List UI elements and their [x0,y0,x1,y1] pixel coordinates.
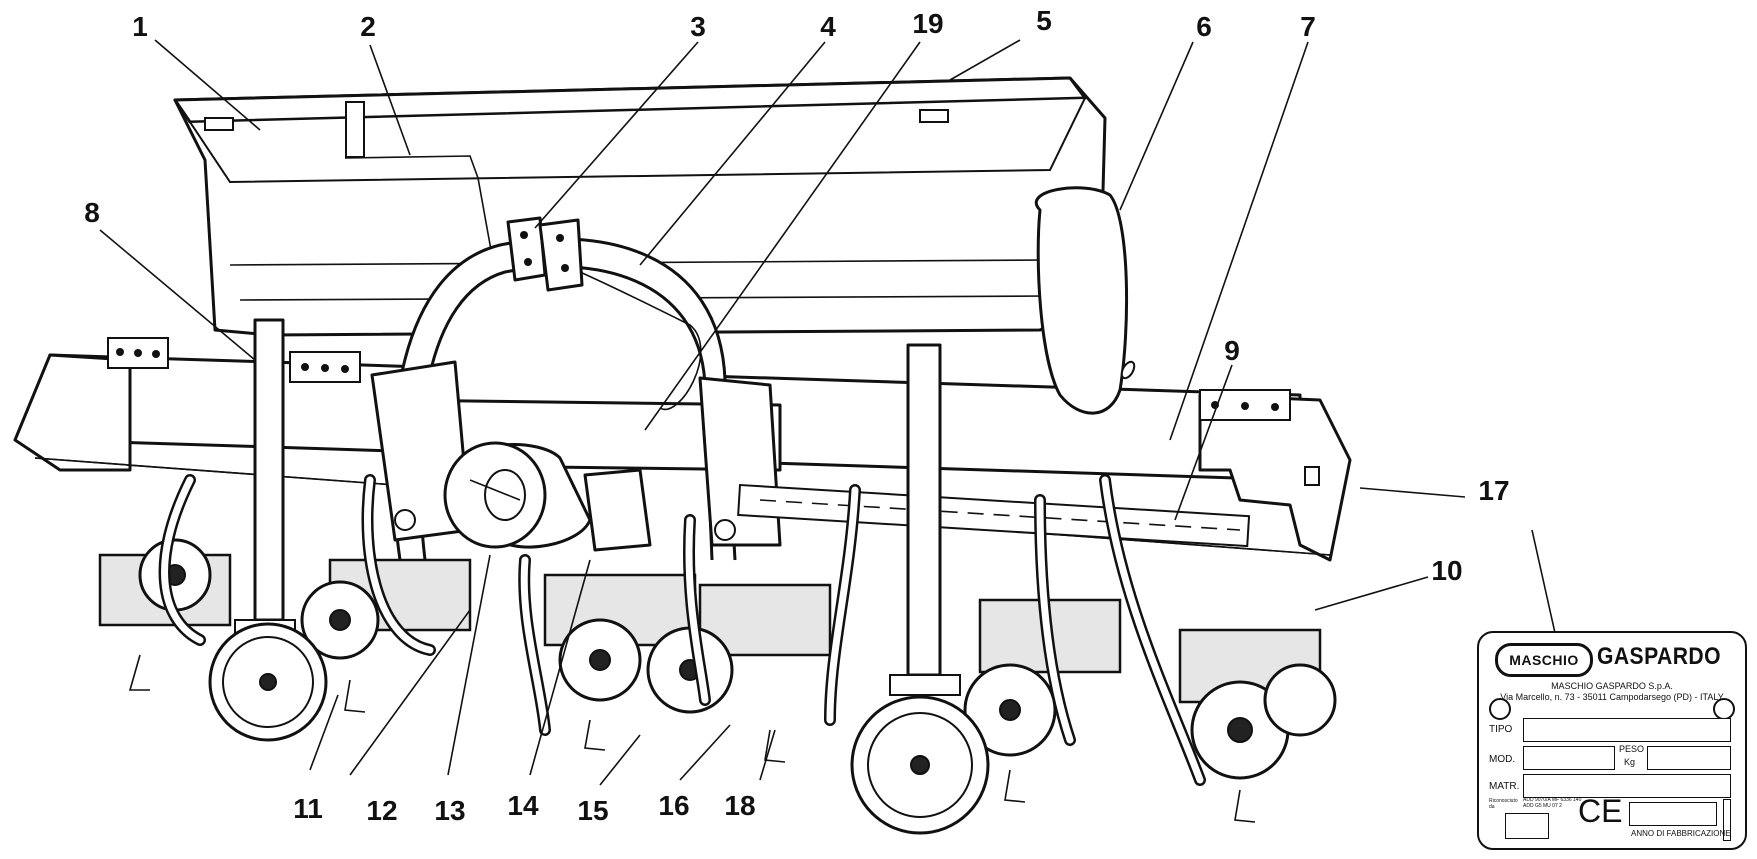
identification-nameplate: MASCHIO GASPARDO MASCHIO GASPARDO S.p.A.… [1477,631,1747,850]
approval-box [1505,813,1549,839]
callout-4: 4 [820,11,836,42]
callout-8: 8 [84,197,100,228]
callout-2: 2 [360,11,376,42]
callout-14: 14 [507,790,539,821]
tipo-field [1523,718,1731,742]
sowing-units [98,538,1337,780]
hopper-front-panel [188,96,1087,184]
gearbox [583,468,652,552]
right-end-plate [1198,393,1352,562]
peso-field [1647,746,1731,770]
callout-19: 19 [912,8,943,39]
left-rivet-hole [1489,698,1511,720]
ce-mark: CE [1578,793,1623,829]
rear-shield [1035,186,1129,415]
callout-1: 1 [132,11,148,42]
hitch-side-plate-right [698,376,782,547]
company-name: MASCHIO GASPARDO S.p.A. [1551,681,1673,691]
callout-17: 17 [1478,475,1509,506]
maschio-logo: MASCHIO [1495,643,1593,677]
callout-6: 6 [1196,11,1212,42]
callout-numbers: 1 2 3 4 19 5 6 7 8 9 17 10 11 12 13 14 1… [84,5,1509,826]
callout-11: 11 [293,793,323,824]
callout-18: 18 [724,790,755,821]
kg-label: Kg [1624,757,1636,767]
seed-tubes [158,474,1206,786]
hoe-tines [128,654,1256,823]
left-gauge-wheel [208,318,328,742]
side-slot [1723,799,1731,841]
gaspardo-logo: GASPARDO [1597,643,1721,670]
drive-shaft [737,483,1251,548]
peso-label: PESO [1619,744,1645,754]
recognition-label: Riconosciuto da [1489,798,1518,810]
pto-funnel [443,441,592,549]
callout-12: 12 [366,795,397,826]
callout-7: 7 [1300,11,1316,42]
callout-9: 9 [1224,335,1240,366]
mod-label: MOD. [1489,754,1516,765]
year-label: ANNO DI FABBRICAZIONE [1631,829,1731,838]
approval-code-1: ADD 9070/A MF 6336 140 [1523,797,1582,803]
callout-3: 3 [690,11,706,42]
top-link-bracket-right [538,218,584,292]
company-address: Via Marcello, n. 73 - 35011 Campodarsego… [1500,692,1724,702]
seed-drill-illustration [13,76,1352,835]
tipo-label: TIPO [1489,724,1513,735]
leader-lines [99,39,1556,786]
callout-16: 16 [658,790,689,821]
approval-code-2: ADD G5 MU 07 2 [1523,803,1562,809]
mod-field [1523,746,1615,770]
right-gauge-wheel [850,343,990,835]
callout-10: 10 [1431,555,1462,586]
callout-13: 13 [434,795,465,826]
callout-5: 5 [1036,5,1052,36]
lid-handle [345,101,365,158]
matr-label: MATR. [1489,781,1520,792]
year-field [1629,802,1717,826]
callout-15: 15 [577,795,608,826]
left-end-plate [13,353,132,472]
matr-field [1523,774,1731,798]
